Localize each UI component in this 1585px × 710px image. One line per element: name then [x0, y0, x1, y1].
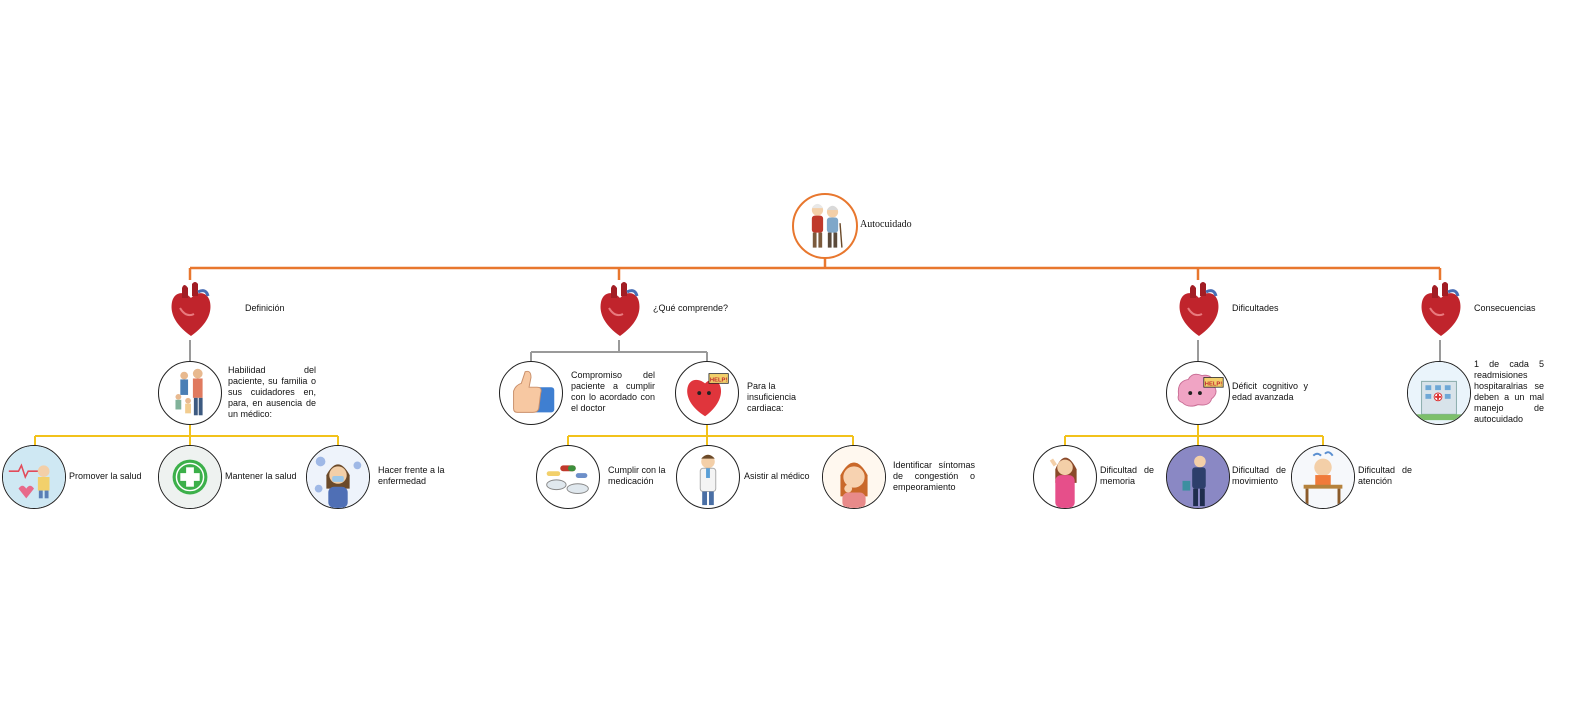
insuficiencia-text: Para la insuficiencia cardiaca:	[747, 381, 797, 413]
branch3-heart-icon	[1176, 282, 1222, 338]
root-label: Autocuidado	[860, 219, 912, 230]
compromiso-text: Compromiso del paciente a cumplir con lo…	[571, 370, 655, 413]
family-icon	[158, 361, 222, 425]
leaf-mantener-label: Mantener la salud	[225, 471, 297, 481]
branch1-heart-icon	[168, 282, 214, 338]
leaf-sintomas-label: Identificar síntomas de congestión o emp…	[893, 460, 975, 492]
definition-text: Habilidad del paciente, su familia o sus…	[228, 365, 316, 419]
branch4-heart-icon	[1418, 282, 1464, 338]
branch2-heart-icon	[597, 282, 643, 338]
leaf-hacer-frente-label: Hacer frente a la enfermedad	[378, 465, 445, 486]
leaf-medico-label: Asistir al médico	[744, 471, 810, 481]
root-elderly-couple-icon	[792, 193, 858, 259]
svg-text:HELP!: HELP!	[1205, 381, 1222, 387]
leaf-medicacion-label: Cumplir con la medicación	[608, 465, 666, 486]
branch1-label: Definición	[245, 303, 285, 313]
leaf-memoria-label: Dificultad de memoria	[1100, 465, 1154, 486]
symptoms-icon	[822, 445, 886, 509]
branch2-label: ¿Qué comprende?	[653, 303, 729, 313]
heart-help-icon: HELP!	[675, 361, 739, 425]
deficit-text: Déficit cognitivo y edad avanzada	[1232, 381, 1308, 402]
pills-icon	[536, 445, 600, 509]
leaf-promover-label: Promover la salud	[69, 471, 142, 481]
health-promotion-icon	[2, 445, 66, 509]
leaf-atencion-label: Dificultad de atención	[1358, 465, 1412, 486]
consecuencias-text: 1 de cada 5 readmisiones hospitaralrias …	[1474, 359, 1544, 424]
headache-woman-icon	[1033, 445, 1097, 509]
branch3-label: Dificultades	[1232, 303, 1279, 313]
medical-cross-icon	[158, 445, 222, 509]
leaf-movimiento-label: Dificultad de movimiento	[1232, 465, 1286, 486]
doctor-icon	[676, 445, 740, 509]
branch4-label: Consecuencias	[1474, 303, 1536, 313]
sick-woman-icon	[306, 445, 370, 509]
back-pain-man-icon	[1166, 445, 1230, 509]
brain-help-icon: HELP!	[1166, 361, 1230, 425]
distracted-student-icon	[1291, 445, 1355, 509]
hospital-icon	[1407, 361, 1471, 425]
thumbs-up-icon	[499, 361, 563, 425]
svg-text:HELP!: HELP!	[710, 377, 727, 383]
